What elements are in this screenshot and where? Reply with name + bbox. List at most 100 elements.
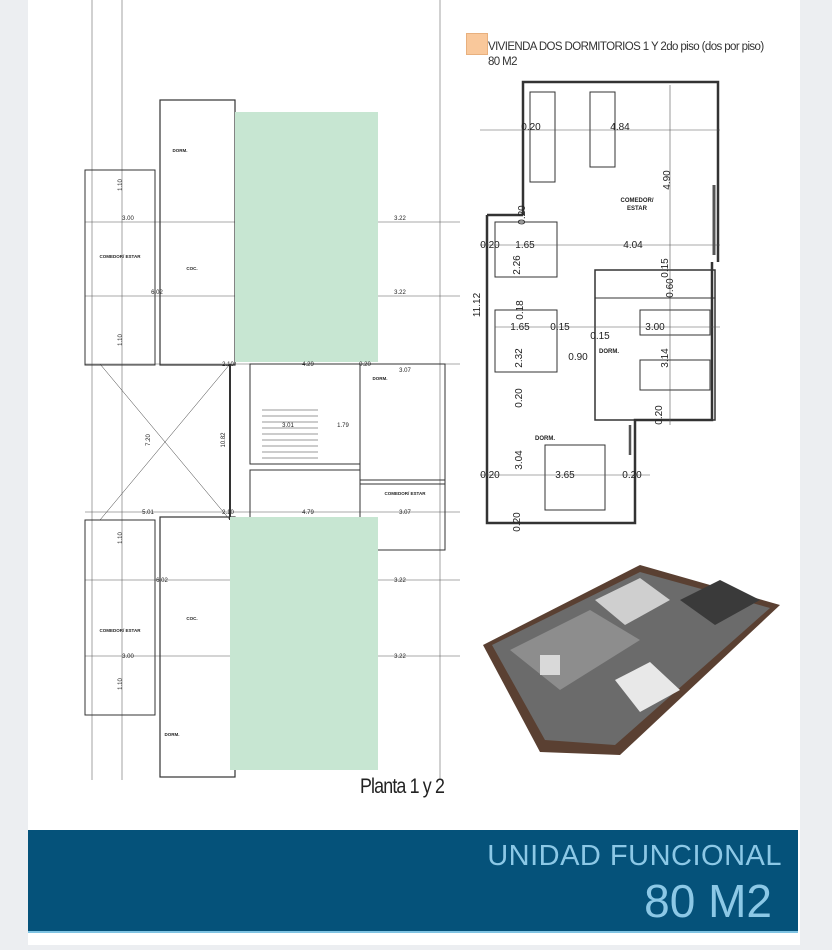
bed [544, 444, 606, 511]
room-outline [494, 221, 558, 278]
dimension-label: 3.65 [555, 470, 575, 481]
bed [639, 359, 711, 391]
dimension-label: 3.01 [282, 423, 294, 429]
dimension-label: 0.20 [654, 405, 665, 425]
dimension-label: 1.10 [118, 678, 124, 690]
dimension-label: 3.00 [645, 322, 665, 333]
wall-line [99, 363, 231, 521]
dimension-label: 2.10 [222, 510, 234, 516]
room-label: ESTAR [627, 206, 648, 212]
legend-area: 80 M2 [488, 56, 518, 68]
dimension-label: 1.10 [118, 532, 124, 544]
dimension-label: 11.12 [472, 292, 483, 317]
room-label: COMEDOR/ [621, 198, 654, 204]
dimension-label: 1.65 [515, 240, 535, 251]
room-outline [594, 269, 716, 421]
exterior-wall [521, 80, 720, 262]
room-outline [359, 479, 446, 551]
common-area [235, 112, 378, 362]
render-furniture [540, 655, 560, 675]
dimension-label: 0.20 [521, 122, 541, 133]
dimension-label: 2.10 [222, 362, 234, 368]
dimension-label: 0.20 [359, 362, 371, 368]
dimension-label: 5.01 [142, 510, 154, 516]
dimension-label: 4.84 [610, 122, 630, 133]
room-label: COMEDOR/ ESTAR [100, 628, 142, 633]
room-outline [249, 363, 361, 465]
dimension-label: 0.20 [514, 388, 525, 408]
dimension-label: 0.15 [550, 322, 570, 333]
dimension-label: 7.20 [146, 434, 152, 446]
room-outline [159, 516, 236, 778]
dimension-label: 3.04 [514, 450, 525, 470]
dimension-label: 2.26 [512, 255, 523, 275]
dimension-label: 4.29 [302, 362, 314, 368]
room-outline [84, 519, 156, 716]
dimension-label: 0.15 [660, 258, 671, 278]
room-outline [84, 169, 156, 366]
room-label: COC. [186, 266, 197, 271]
dimension-label: 3.22 [394, 578, 406, 584]
dimension-label: 6.02 [156, 578, 168, 584]
room-label: DORM. [173, 148, 188, 153]
room-label: DORM. [599, 349, 619, 355]
room-label: COC. [186, 616, 197, 621]
dimension-label: 0.20 [480, 470, 500, 481]
dimension-label: 0.15 [590, 331, 610, 342]
room-outline [359, 363, 446, 485]
room-label: DORM. [535, 436, 555, 442]
dimension-label: 4.04 [623, 240, 643, 251]
dimension-label: 1.10 [118, 179, 124, 191]
sheet [28, 0, 800, 945]
render-room [595, 578, 670, 625]
dimension-label: 4.79 [302, 510, 314, 516]
dimension-label: 3.22 [394, 216, 406, 222]
room-outline [589, 91, 616, 168]
closet [594, 269, 716, 299]
dimension-label: 0.20 [512, 512, 523, 532]
banner-area: 80 M2 [644, 875, 772, 927]
dimension-label: 1.10 [118, 334, 124, 346]
common-area [230, 517, 378, 770]
dimension-label: 0.20 [622, 470, 642, 481]
dimension-label: 6.02 [151, 290, 163, 296]
dimension-label: 3.00 [122, 216, 134, 222]
dimension-label: 2.32 [514, 348, 525, 368]
dimension-label: 0.20 [480, 240, 500, 251]
room-label: COMEDOR/ ESTAR [385, 491, 427, 496]
dimension-label: 3.07 [399, 368, 411, 374]
unit-3d-render [483, 565, 780, 755]
render-floor [492, 572, 770, 745]
plan-title: Planta 1 y 2 [360, 775, 445, 798]
dimension-label: 0.18 [515, 300, 526, 320]
dimension-label: 4.90 [662, 170, 673, 190]
unit-banner: UNIDAD FUNCIONAL 80 M2 [28, 830, 798, 933]
room-outline [529, 91, 556, 183]
dimension-label: 0.20 [517, 205, 528, 225]
render-bath [615, 662, 680, 712]
dimension-label: 3.07 [399, 510, 411, 516]
legend-text: VIVIENDA DOS DORMITORIOS 1 Y 2do piso (d… [488, 40, 764, 70]
exterior-wall [485, 215, 714, 525]
room-outline [159, 99, 236, 366]
legend-label: VIVIENDA DOS DORMITORIOS 1 Y 2do piso (d… [488, 41, 764, 53]
legend-swatch [466, 33, 488, 55]
dimension-label: 1.65 [510, 322, 530, 333]
room-label: DORM. [373, 376, 388, 381]
room-label: COMEDOR/ ESTAR [100, 254, 142, 259]
banner-title: UNIDAD FUNCIONAL [487, 840, 782, 872]
dimension-label: 1.79 [337, 423, 349, 429]
dimension-label: 3.22 [394, 290, 406, 296]
dimension-label: 10.82 [221, 432, 227, 448]
bed [639, 309, 711, 336]
dimension-label: 0.60 [665, 278, 676, 298]
dimension-label: 0.90 [568, 352, 588, 363]
dimension-label: 3.14 [660, 348, 671, 368]
room-outline [494, 309, 558, 373]
render-room [680, 580, 760, 625]
dimension-label: 3.22 [394, 654, 406, 660]
room-label: DORM. [165, 732, 180, 737]
